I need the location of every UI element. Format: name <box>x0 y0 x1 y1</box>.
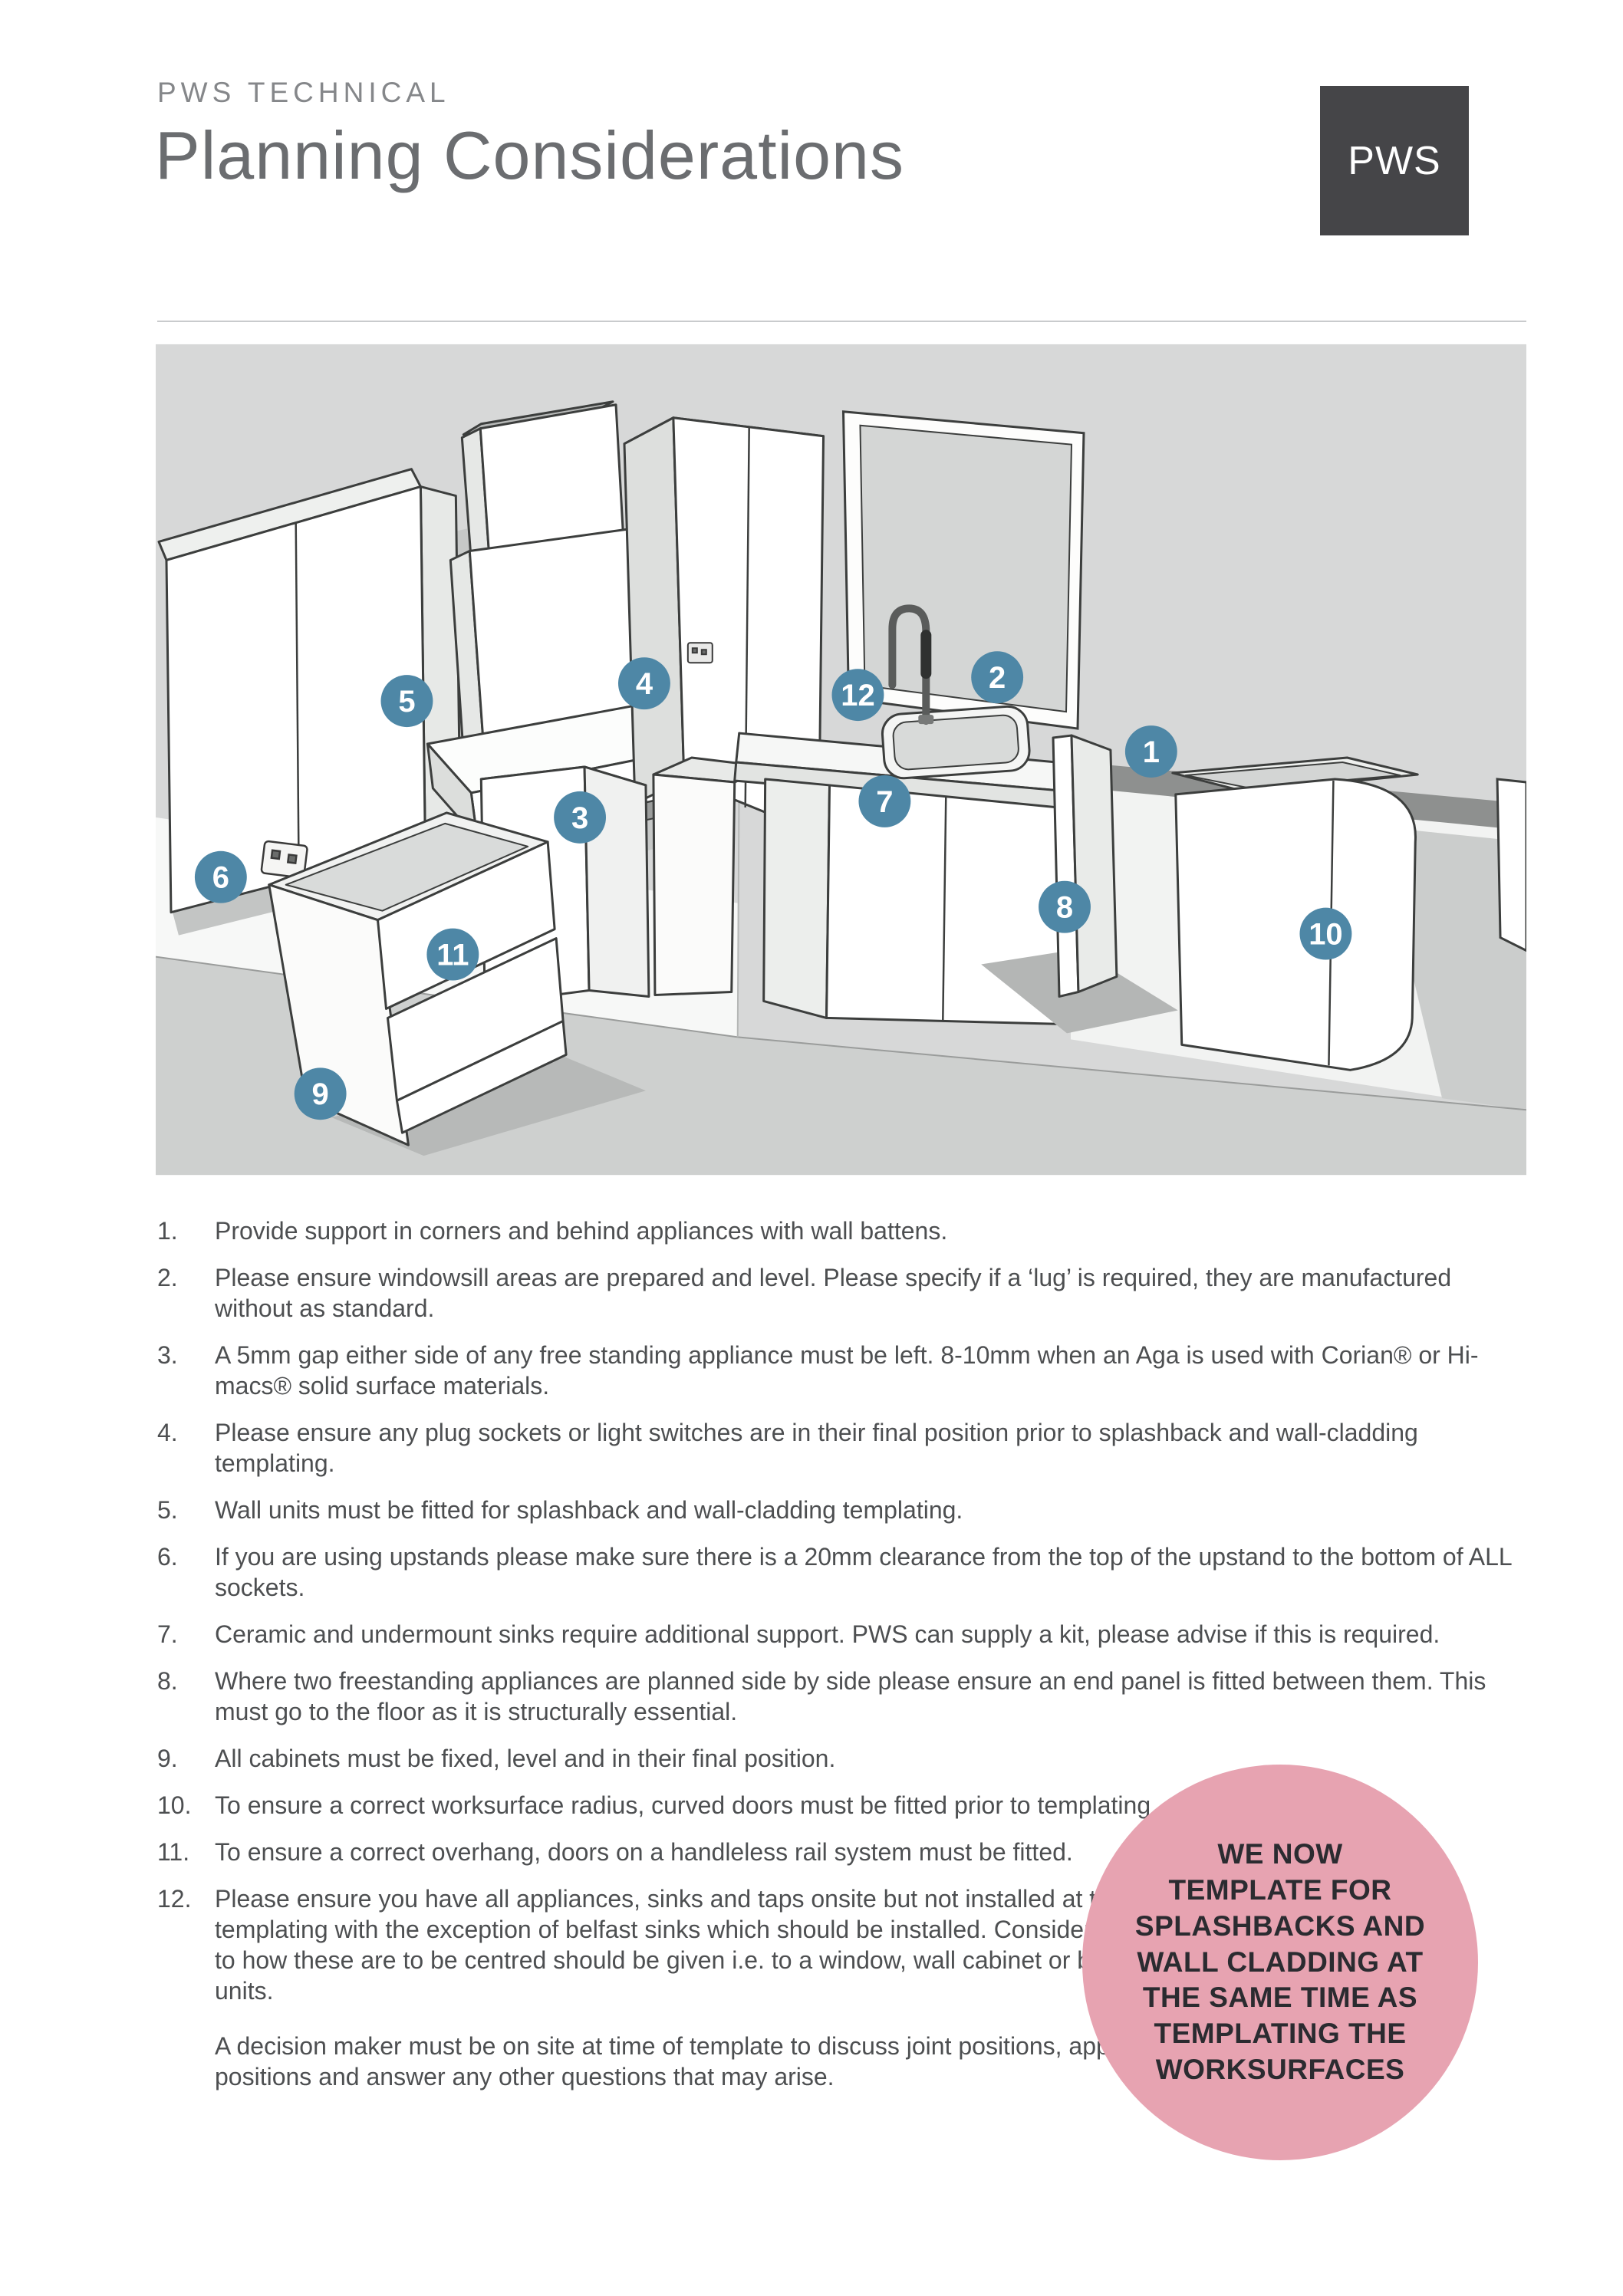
svg-text:12: 12 <box>841 679 874 712</box>
item-number: 9. <box>157 1745 178 1772</box>
list-item: 8. Where two freestanding appliances are … <box>157 1666 1528 1727</box>
diagram-marker-5: 5 <box>380 675 433 728</box>
list-item: 7. Ceramic and undermount sinks require a… <box>157 1619 1528 1650</box>
list-item: 11. To ensure a correct overhang, doors o… <box>157 1837 1528 1867</box>
plug-socket-small <box>686 642 713 664</box>
svg-text:5: 5 <box>398 685 415 719</box>
diagram-marker-4: 4 <box>617 657 670 710</box>
page-title: Planning Considerations <box>155 117 904 193</box>
item-text: Ceramic and undermount sinks require add… <box>215 1620 1440 1648</box>
diagram-marker-8: 8 <box>1039 880 1091 933</box>
item-text: Please ensure windowsill areas are prepa… <box>215 1264 1452 1322</box>
diagram-marker-6: 6 <box>194 850 247 903</box>
list-item: 1. Provide support in corners and behind … <box>157 1215 1528 1246</box>
item-text: If you are using upstands please make su… <box>215 1543 1512 1601</box>
item-number: 3. <box>157 1341 178 1369</box>
item-text: Where two freestanding appliances are pl… <box>215 1667 1486 1725</box>
pws-logo-text: PWS <box>1348 138 1441 183</box>
window <box>841 410 1085 730</box>
closing-paragraph: A decision maker must be on site at time… <box>215 2032 1174 2090</box>
item-number: 4. <box>157 1419 178 1446</box>
diagram-marker-10: 10 <box>1299 907 1352 960</box>
list-item: 12. Please ensure you have all appliances… <box>157 1883 1528 2006</box>
item-number: 7. <box>157 1620 178 1648</box>
svg-text:4: 4 <box>636 667 653 701</box>
item-number: 12. <box>157 1885 192 1913</box>
badge-circle: WE NOW TEMPLATE FOR SPLASHBACKS AND WALL… <box>1082 1765 1478 2160</box>
item-text: All cabinets must be fixed, level and in… <box>215 1745 836 1772</box>
item-number: 11. <box>157 1838 190 1866</box>
item-text: Provide support in corners and behind ap… <box>215 1217 948 1245</box>
svg-text:9: 9 <box>312 1077 329 1111</box>
item-text: To ensure a correct overhang, doors on a… <box>215 1838 1073 1866</box>
list-item: 9. All cabinets must be fixed, level and … <box>157 1743 1528 1774</box>
diagram-marker-7: 7 <box>858 775 911 827</box>
list-item: 5. Wall units must be fitted for splashba… <box>157 1495 1528 1525</box>
item-number: 2. <box>157 1264 178 1291</box>
svg-text:7: 7 <box>876 785 893 819</box>
svg-text:2: 2 <box>989 661 1006 695</box>
svg-text:11: 11 <box>436 939 469 972</box>
item-text: Please ensure you have all appliances, s… <box>215 1885 1178 2005</box>
diagram-marker-1: 1 <box>1124 725 1177 778</box>
document-eyebrow: PWS TECHNICAL <box>157 77 450 108</box>
item-number: 1. <box>157 1217 178 1245</box>
svg-text:1: 1 <box>1143 735 1160 769</box>
item-number: 8. <box>157 1667 178 1695</box>
svg-text:10: 10 <box>1309 918 1342 952</box>
item-number: 6. <box>157 1543 178 1571</box>
diagram-marker-11: 11 <box>426 928 479 981</box>
list-item: 2. Please ensure windowsill areas are pre… <box>157 1262 1528 1324</box>
item-number: 5. <box>157 1496 178 1524</box>
diagram-marker-12: 12 <box>831 669 884 722</box>
curved-unit <box>1171 756 1419 1071</box>
edge-unit <box>1496 778 1526 952</box>
diagram-marker-9: 9 <box>294 1067 347 1120</box>
item-text: Please ensure any plug sockets or light … <box>215 1419 1418 1477</box>
item-number: 10. <box>157 1791 192 1819</box>
diagram-marker-2: 2 <box>971 651 1024 704</box>
svg-text:3: 3 <box>571 801 588 835</box>
sink <box>881 705 1031 780</box>
item-text: Wall units must be fitted for splashback… <box>215 1496 963 1524</box>
list-item: 4. Please ensure any plug sockets or ligh… <box>157 1417 1528 1479</box>
pws-logo: PWS <box>1320 86 1469 235</box>
mixer-tap <box>888 604 934 725</box>
badge-text: WE NOW TEMPLATE FOR SPLASHBACKS AND WALL… <box>1134 1837 1426 2086</box>
item-text: To ensure a correct worksurface radius, … <box>215 1791 1157 1819</box>
considerations-list: 1. Provide support in corners and behind … <box>157 1215 1528 2092</box>
list-item: 10. To ensure a correct worksurface radiu… <box>157 1790 1528 1821</box>
svg-text:8: 8 <box>1056 891 1073 925</box>
list-item: 3. A 5mm gap either side of any free stan… <box>157 1340 1528 1401</box>
list-item: 6. If you are using upstands please make … <box>157 1541 1528 1603</box>
svg-text:6: 6 <box>212 861 229 895</box>
item-text: A 5mm gap either side of any free standi… <box>215 1341 1479 1400</box>
diagram-marker-3: 3 <box>554 791 607 844</box>
header-divider <box>157 321 1526 322</box>
plug-socket <box>260 840 308 879</box>
